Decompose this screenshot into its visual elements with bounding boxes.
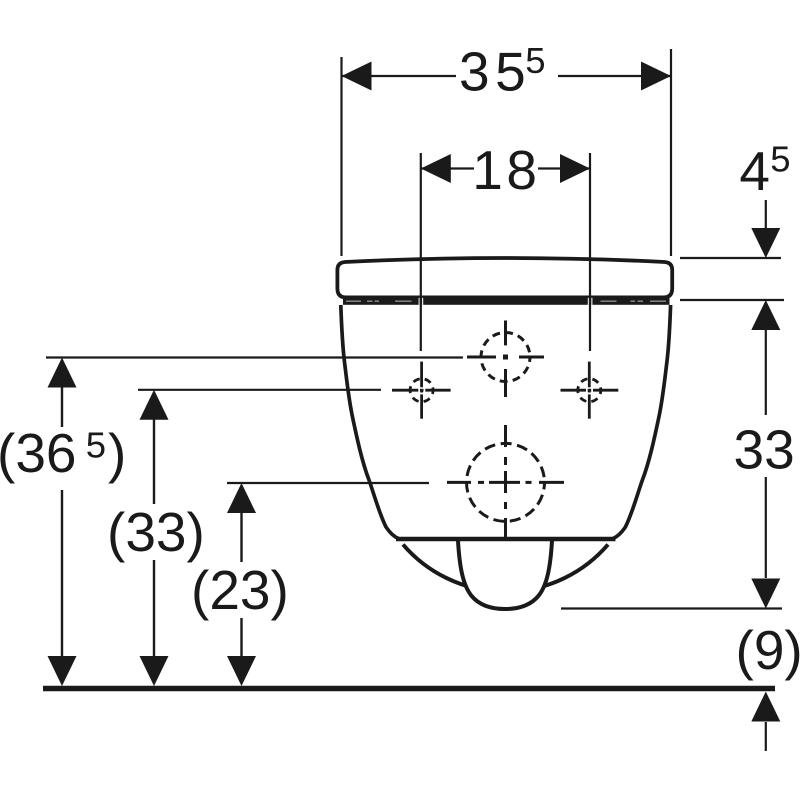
svg-text:5: 5	[770, 139, 790, 180]
svg-text:4: 4	[739, 140, 770, 202]
svg-text:5: 5	[525, 40, 545, 81]
svg-text:35: 35	[459, 41, 531, 103]
svg-text:(9): (9)	[736, 619, 800, 681]
svg-text:18: 18	[472, 139, 540, 201]
svg-text:(33): (33)	[107, 501, 205, 563]
svg-text:): )	[108, 422, 126, 484]
svg-text:5: 5	[86, 425, 106, 466]
svg-text:(36: (36	[0, 422, 77, 484]
svg-text:33: 33	[734, 419, 795, 481]
svg-text:(23): (23)	[191, 559, 289, 621]
